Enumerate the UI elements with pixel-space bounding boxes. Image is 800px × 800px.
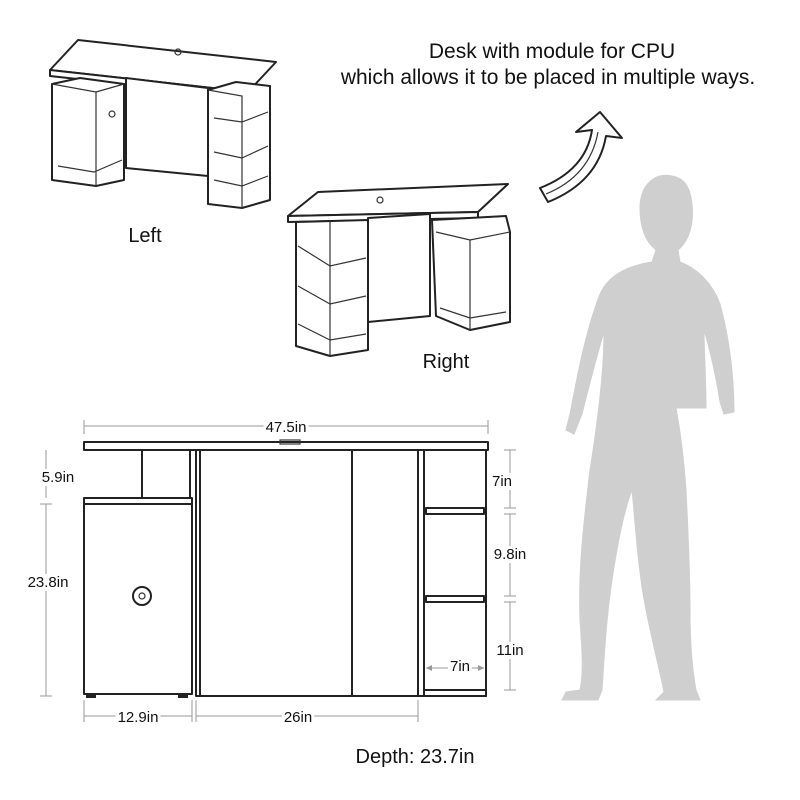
headline-line-1: Desk with module for CPU <box>429 40 675 63</box>
dim-label-backdrop <box>25 574 71 591</box>
dim-label-backdrop <box>263 419 309 436</box>
dim-cabinet-height: 23.8in <box>28 574 69 591</box>
depth-note: Depth: 23.7in <box>356 746 475 768</box>
dim-label-backdrop <box>447 658 473 675</box>
dim-label-backdrop <box>491 546 529 563</box>
dim-shelf-top: 7in <box>492 473 512 490</box>
headline-line-2: which allows it to be placed in multiple… <box>340 66 755 89</box>
dim-center-width: 26in <box>284 709 312 726</box>
dim-cabinet-width: 12.9in <box>118 709 159 726</box>
dim-label-backdrop <box>494 642 526 659</box>
desk-left-illustration <box>49 39 277 209</box>
desk-right-illustration <box>287 183 511 357</box>
dim-total-width: 47.5in <box>266 419 307 436</box>
curved-arrow-icon <box>539 111 623 203</box>
dim-label-backdrop <box>281 709 315 726</box>
dim-shelf-depth: 7in <box>450 658 470 675</box>
cabinet-knob <box>132 586 152 606</box>
view-label-right: Right <box>423 351 470 373</box>
dim-label-backdrop <box>489 473 515 490</box>
desk-front-elevation <box>83 439 489 698</box>
dim-label-backdrop <box>39 469 77 486</box>
dim-shelf-middle: 9.8in <box>494 546 527 563</box>
dim-label-backdrop <box>115 709 161 726</box>
dim-gap-top: 5.9in <box>42 469 75 486</box>
dim-shelf-bottom: 11in <box>496 642 523 659</box>
view-label-left: Left <box>128 225 162 247</box>
woman-silhouette-icon <box>561 174 735 701</box>
cable-hole <box>279 439 301 445</box>
